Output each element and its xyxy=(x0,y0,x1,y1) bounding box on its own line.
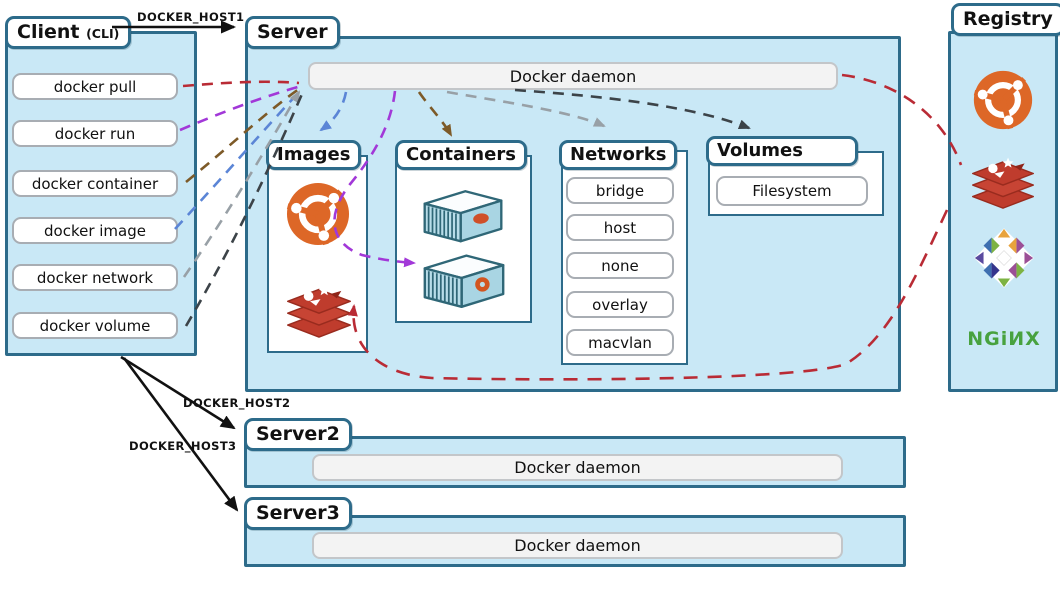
arrow-docker-host2 xyxy=(120,355,236,430)
volume-label: Filesystem xyxy=(752,182,832,200)
daemon-label: Docker daemon xyxy=(514,536,641,555)
redis-logo-icon xyxy=(281,276,357,340)
network-item-host: host xyxy=(566,214,674,241)
container-icon xyxy=(420,181,506,253)
server-docker-daemon-bar: Docker daemon xyxy=(308,62,838,90)
networks-title: Networks xyxy=(570,144,667,165)
client-subtitle: (CLI) xyxy=(86,26,120,41)
docker-host1-label: DOCKER_HOST1 xyxy=(137,10,245,24)
ubuntu-logo-icon xyxy=(285,181,351,247)
client-title: Client xyxy=(17,21,80,43)
network-item-macvlan: macvlan xyxy=(566,329,674,356)
client-command-docker-pull: docker pull xyxy=(12,73,178,100)
volume-item-filesystem: Filesystem xyxy=(716,176,868,206)
server2-title-tag: Server2 xyxy=(244,418,352,451)
server-title-tag: Server xyxy=(245,16,340,49)
server-title: Server xyxy=(257,21,328,43)
client-command-docker-container: docker container xyxy=(12,170,178,197)
nginx-logo: NGiИX xyxy=(964,328,1044,350)
network-item-overlay: overlay xyxy=(566,291,674,318)
containers-title-tag: Containers xyxy=(395,140,527,170)
client-command-docker-run: docker run xyxy=(12,120,178,147)
command-label: docker network xyxy=(36,268,154,287)
daemon-label: Docker daemon xyxy=(509,66,637,86)
network-item-bridge: bridge xyxy=(566,177,674,204)
daemon-label: Docker daemon xyxy=(514,458,641,477)
images-title: Images xyxy=(277,144,351,165)
volumes-title: Volumes xyxy=(717,140,803,161)
command-label: docker container xyxy=(31,174,159,193)
ubuntu-logo-icon xyxy=(972,69,1034,131)
redis-logo-icon xyxy=(966,149,1040,211)
command-label: docker run xyxy=(54,124,136,143)
client-title-tag: Client (CLI) xyxy=(5,16,132,49)
docker-host2-label: DOCKER_HOST2 xyxy=(183,396,291,410)
server2-docker-daemon-bar: Docker daemon xyxy=(312,454,843,481)
arrow-docker-host3 xyxy=(122,357,239,512)
network-label: bridge xyxy=(595,181,645,200)
nginx-wordmark: NGiИX xyxy=(967,328,1041,350)
registry-title: Registry xyxy=(963,8,1053,30)
client-command-docker-volume: docker volume xyxy=(12,312,178,339)
command-label: docker volume xyxy=(39,316,151,335)
server3-docker-daemon-bar: Docker daemon xyxy=(312,532,843,559)
volumes-title-tag: Volumes xyxy=(706,136,858,166)
server3-title-tag: Server3 xyxy=(244,497,352,530)
docker-host3-label: DOCKER_HOST3 xyxy=(129,439,237,453)
registry-title-tag: Registry xyxy=(951,3,1060,36)
images-title-tag: Images xyxy=(266,140,362,170)
network-label: host xyxy=(603,218,637,237)
client-command-docker-network: docker network xyxy=(12,264,178,291)
network-label: none xyxy=(601,256,639,275)
network-label: overlay xyxy=(592,295,648,314)
container-icon xyxy=(420,250,508,314)
containers-title: Containers xyxy=(406,144,516,165)
centos-logo-icon xyxy=(973,226,1035,290)
network-label: macvlan xyxy=(588,333,652,352)
command-label: docker image xyxy=(44,221,146,240)
network-item-none: none xyxy=(566,252,674,279)
server2-title: Server2 xyxy=(256,423,340,445)
command-label: docker pull xyxy=(53,77,137,96)
networks-title-tag: Networks xyxy=(559,140,678,170)
client-command-docker-image: docker image xyxy=(12,217,178,244)
server3-title: Server3 xyxy=(256,502,340,524)
